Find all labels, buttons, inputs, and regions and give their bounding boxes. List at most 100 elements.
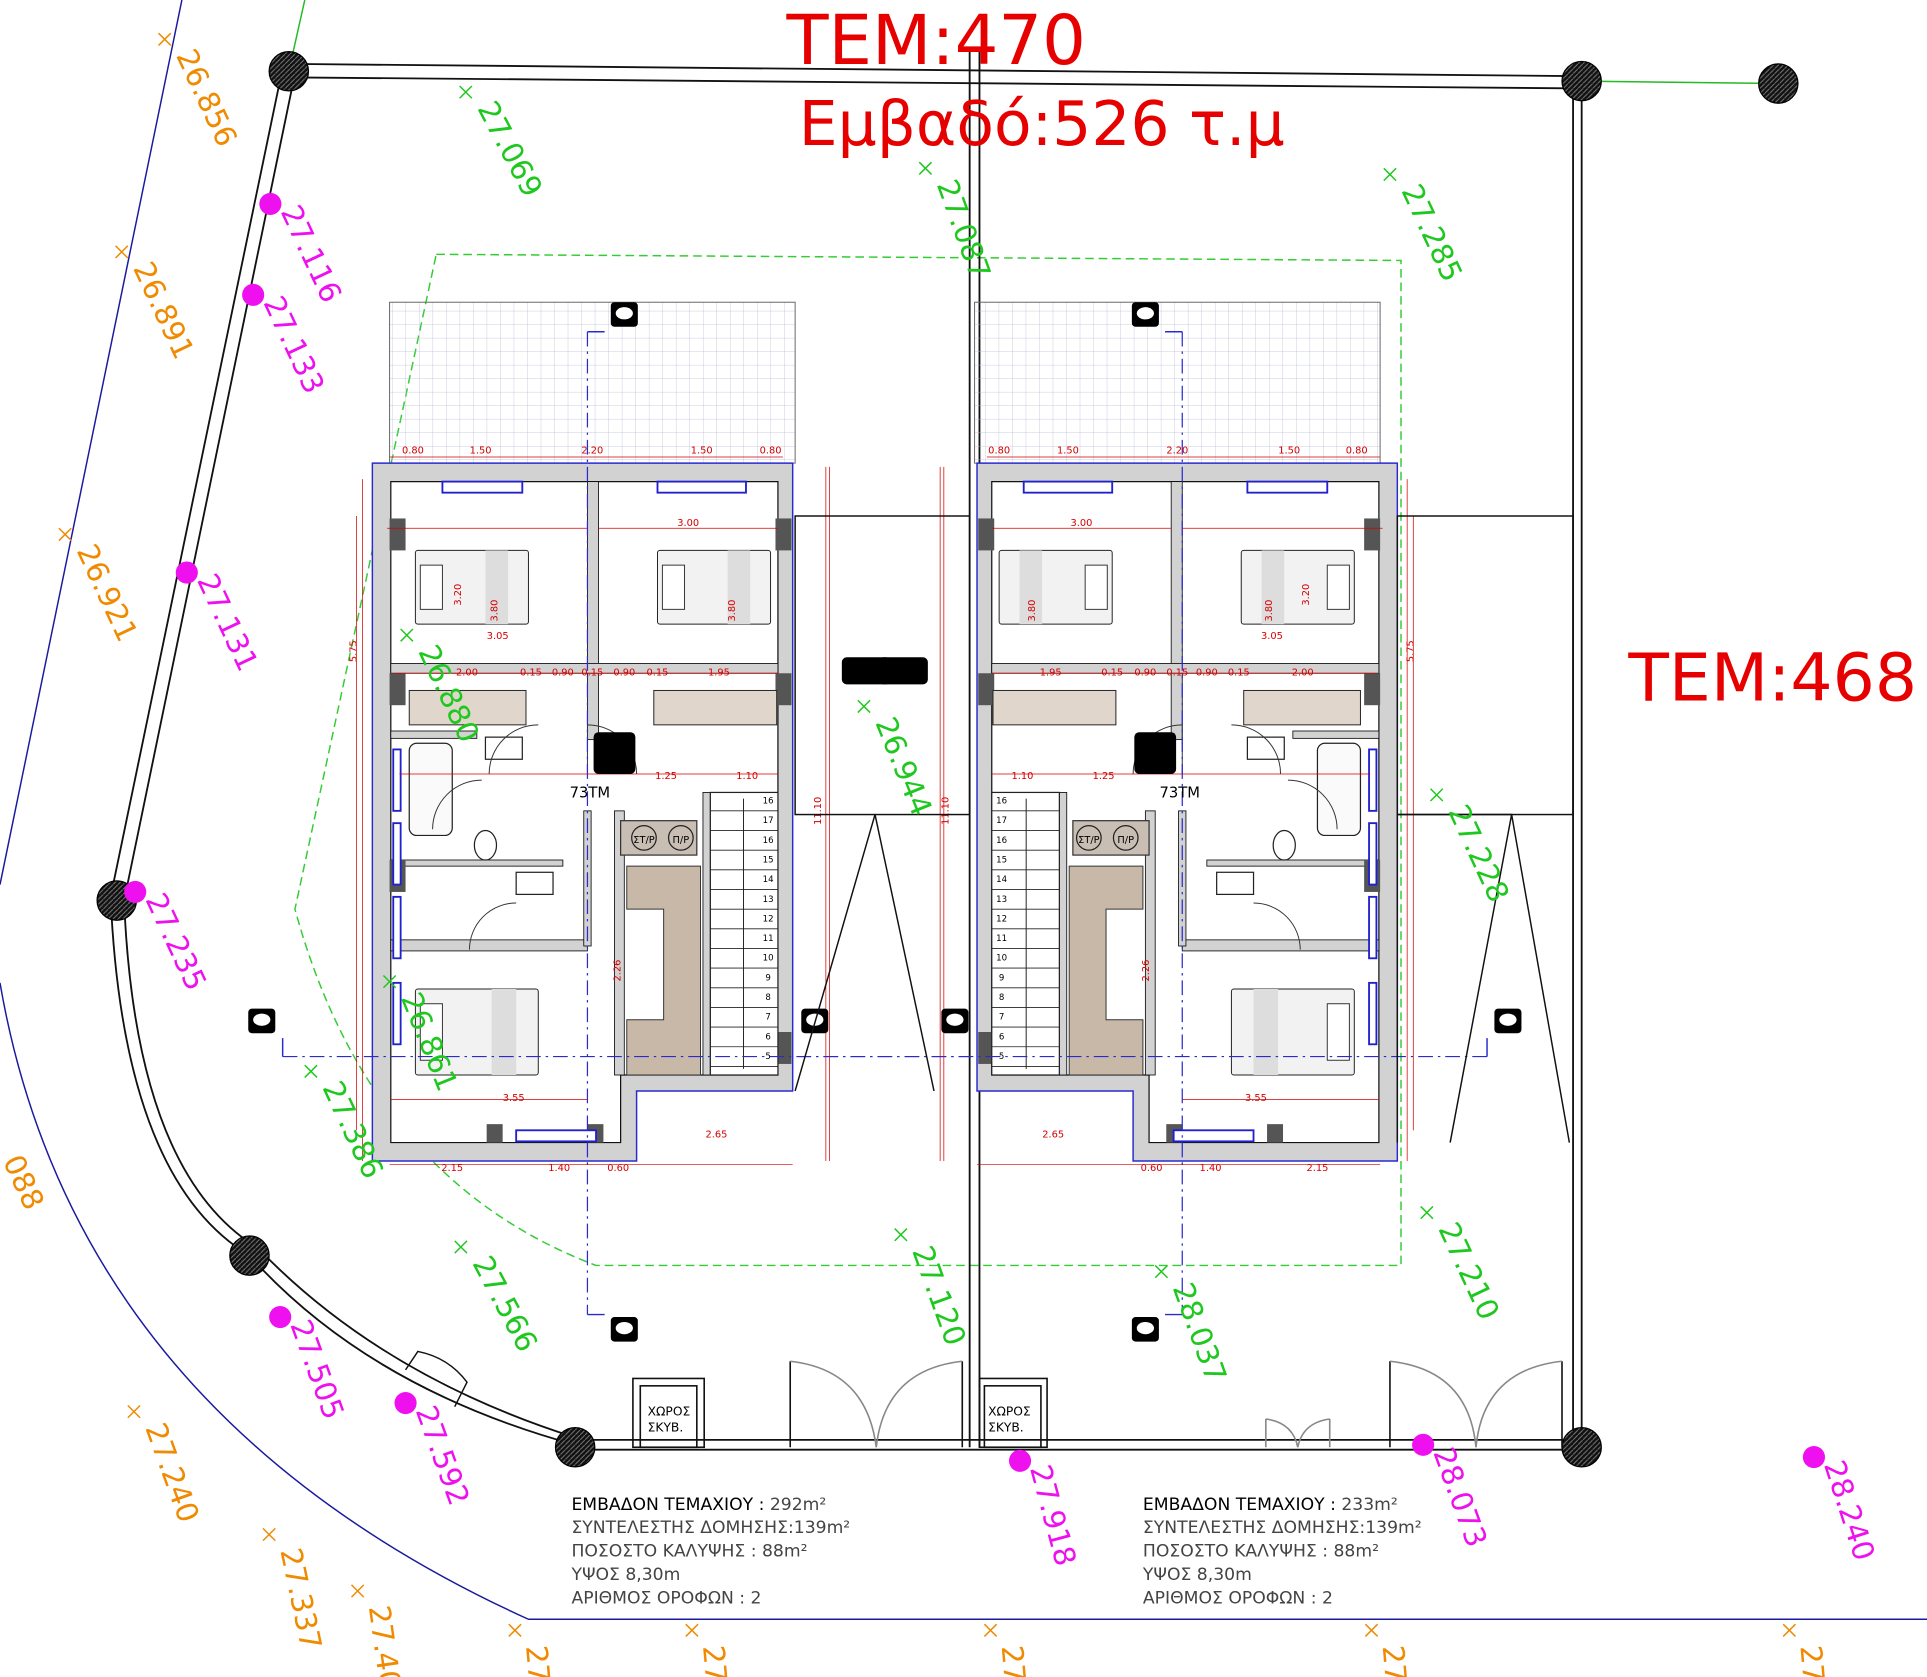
dimension-label: 0.15 — [1101, 668, 1123, 679]
section-marker-icon — [615, 307, 633, 320]
appliance-label: ΣΤ/Ρ — [633, 835, 655, 846]
elevation-cross-icon — [1782, 1623, 1797, 1637]
section-marker-icon — [841, 657, 891, 685]
boundary-marker-icon — [1561, 1426, 1602, 1468]
elevation-label: 27.210 — [1432, 1217, 1506, 1325]
sink-icon — [484, 736, 523, 760]
column — [486, 1124, 503, 1143]
window — [1368, 748, 1378, 812]
stair-step-number: 6 — [999, 1032, 1004, 1042]
elevation-label: 26.921 — [70, 539, 144, 647]
road-boundary — [0, 0, 1927, 1620]
info-build-coef: ΣΥΝΤΕΛΕΣΤΗΣ ΔΟΜΗΣΗΣ:139m² — [571, 1518, 850, 1538]
appliance-icon — [667, 824, 694, 851]
plot-area: Εμβαδό:526 τ.μ — [799, 89, 1285, 160]
survey-point-icon — [1008, 1449, 1032, 1472]
pillow-icon — [1326, 1003, 1350, 1061]
appliance-icon — [1075, 824, 1102, 851]
stair-step-number: 17 — [763, 816, 774, 826]
elevation-label: 27.069 — [471, 95, 549, 202]
elevation-label: 088 — [0, 1150, 51, 1215]
dimension-label: 0.90 — [1196, 668, 1218, 679]
column — [775, 518, 792, 551]
dimension-label: 1.25 — [655, 771, 677, 782]
plot-info-right: ΕΜΒΑΔΟΝ ΤΕΜΑΧΙΟΥ : 233m² ΣΥΝΤΕΛΕΣΤΗΣ ΔΟΜ… — [1142, 1495, 1422, 1608]
parking-areas — [794, 515, 1574, 1143]
window — [515, 1129, 597, 1143]
stair-step-number: 11 — [763, 934, 774, 944]
interior-wall — [390, 859, 564, 867]
interior-wall — [614, 810, 625, 1076]
stair-step-number: 5 — [999, 1052, 1004, 1062]
sink-icon — [1216, 871, 1255, 896]
front-gates — [632, 1360, 1563, 1449]
dimension-label: 0.80 — [760, 445, 782, 456]
stair-step-number: 7 — [999, 1013, 1004, 1023]
pillow-icon — [1084, 564, 1108, 610]
window — [1172, 1129, 1255, 1143]
stair-step-number: 8 — [765, 993, 770, 1003]
elevation-cross-icon — [918, 161, 933, 175]
dimension-label: 3.00 — [677, 518, 699, 529]
appliance-label: ΣΤ/Ρ — [1078, 835, 1100, 846]
info-area-label: ΕΜΒΑΔΟΝ ΤΕΜΑΧΙΟΥ : — [571, 1495, 769, 1515]
window — [1368, 895, 1378, 960]
interior-wall — [390, 939, 588, 952]
dimension-label: 0.15 — [647, 668, 669, 679]
wardrobe — [653, 689, 778, 726]
interior-wall — [1144, 810, 1156, 1076]
bin-room-label: ΣΚΥΒ. — [988, 1420, 1024, 1434]
column — [389, 673, 406, 706]
dimension-label: 2.00 — [456, 668, 478, 679]
bed-blanket — [1253, 989, 1279, 1075]
elevation-label: 27.087 — [930, 175, 997, 284]
pillow-icon — [661, 564, 686, 610]
info-floors: ΑΡΙΘΜΟΣ ΟΡΟΦΩΝ : 2 — [1143, 1588, 1333, 1608]
elevation-cross-icon — [1383, 167, 1397, 182]
boundary-marker-icon — [554, 1426, 596, 1468]
toilet-icon — [473, 829, 498, 861]
dimension-label: 1.50 — [1057, 445, 1079, 456]
boundary-marker-icon — [229, 1235, 270, 1276]
elevation-label: 27.133 — [257, 291, 331, 399]
stair-step-number: 17 — [996, 816, 1007, 826]
staircase — [991, 791, 1060, 1076]
section-marker-icon — [946, 1013, 964, 1026]
dimension-label: 1.50 — [470, 445, 492, 456]
dimension-label: 11.10 — [941, 797, 952, 825]
interior-wall — [1170, 481, 1183, 741]
door-swing — [468, 902, 517, 950]
survey-point-icon — [175, 561, 198, 584]
appliance-icon — [1112, 824, 1139, 851]
column — [775, 673, 792, 706]
dimension-label: 0.60 — [607, 1163, 629, 1174]
stair-step-number: 11 — [996, 934, 1007, 944]
window — [1022, 480, 1114, 494]
elevation-label: 27.120 — [905, 1241, 972, 1350]
column — [1364, 518, 1381, 551]
house-geometry — [281, 301, 971, 1316]
stair-step-number: 16 — [996, 836, 1007, 846]
dimension-label: 1.95 — [1040, 668, 1062, 679]
section-marker-icon — [1499, 1013, 1517, 1026]
boundary-markers — [96, 50, 1799, 1468]
plot-title: TEM:470 — [786, 1, 1086, 81]
stair-step-number: 8 — [999, 993, 1004, 1003]
dimension-label: 5.75 — [348, 640, 359, 662]
section-marker-icon — [1134, 732, 1177, 774]
neighbor-plot-title: TEM:468 — [1627, 638, 1917, 716]
terrace-tiles — [974, 301, 1381, 464]
dimension-label: 1.40 — [1200, 1163, 1222, 1174]
elevation-cross-icon — [983, 1623, 998, 1637]
column — [978, 673, 995, 706]
plot-info-left: ΕΜΒΑΔΟΝ ΤΕΜΑΧΙΟΥ : 292m² ΣΥΝΤΕΛΕΣΤΗΣ ΔΟΜ… — [570, 1495, 850, 1608]
door-swing — [488, 724, 539, 775]
column — [1364, 673, 1381, 706]
dimension-label: 2.15 — [1306, 1163, 1328, 1174]
survey-point-icon — [394, 1391, 417, 1415]
appliance-icon — [631, 824, 657, 851]
dimension-label: 0.80 — [1346, 445, 1368, 456]
wardrobe — [408, 689, 527, 726]
